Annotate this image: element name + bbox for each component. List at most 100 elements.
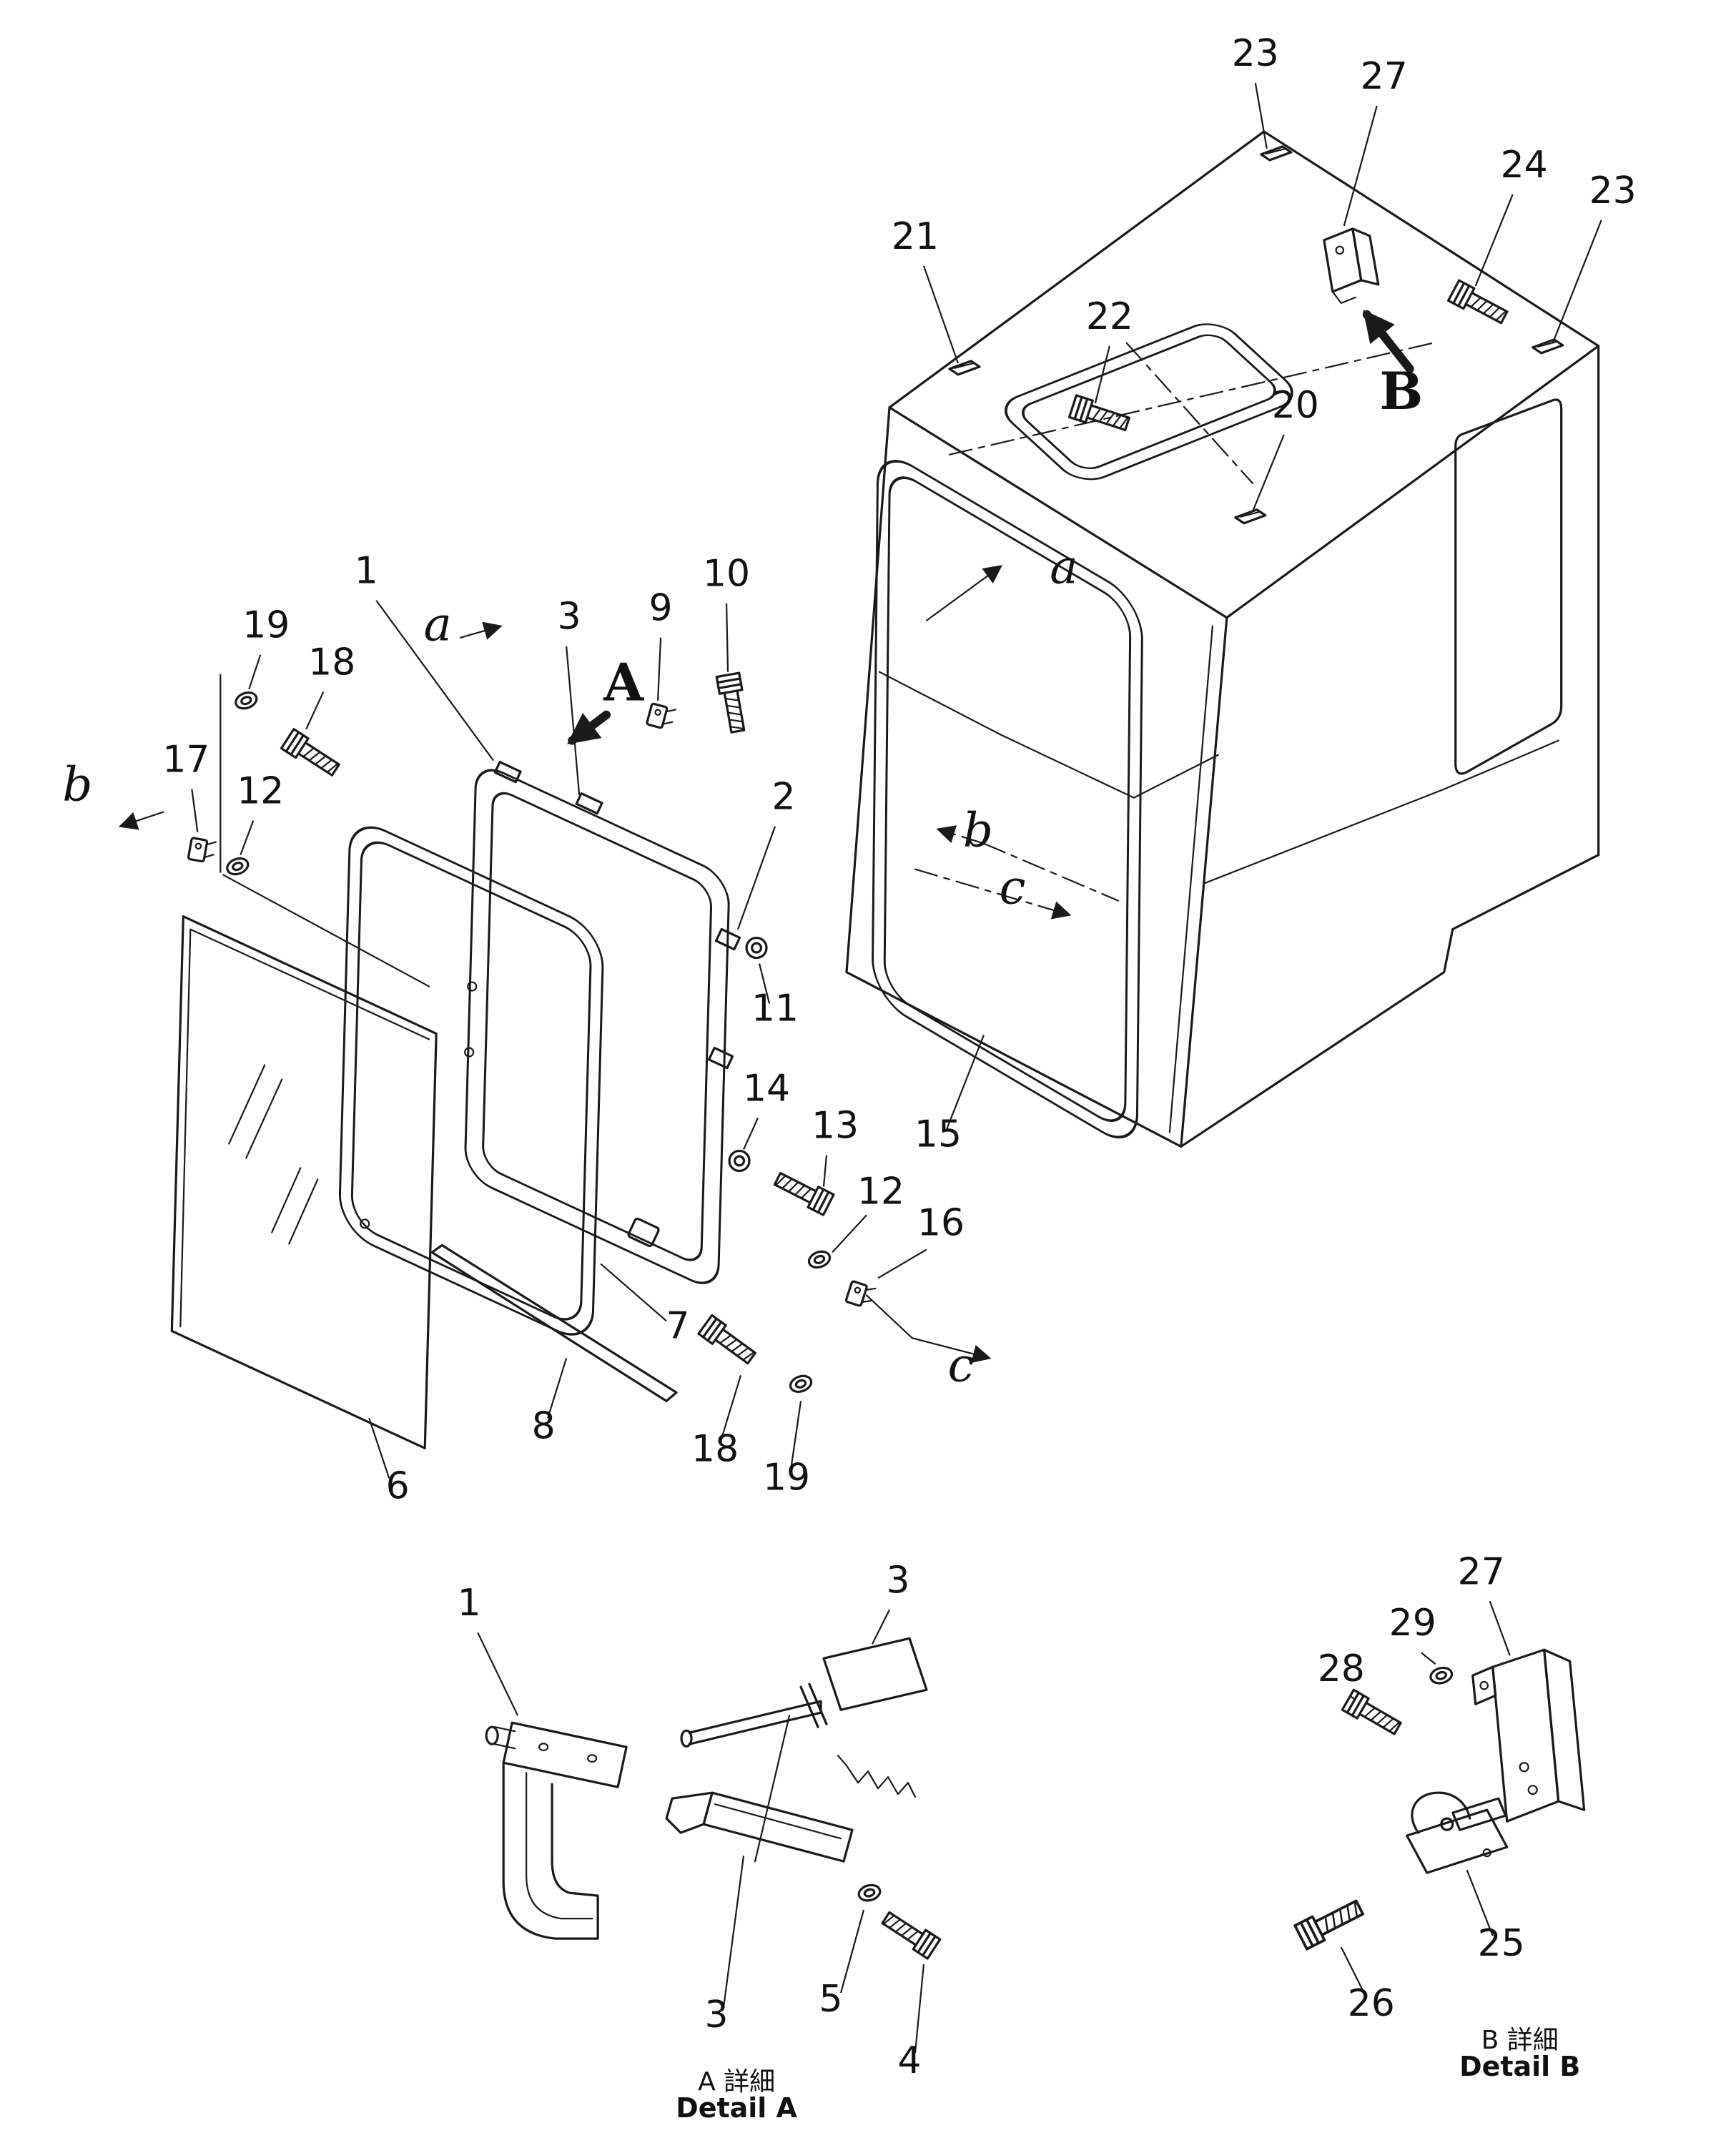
bolt-18-left: [280, 728, 343, 781]
callout-23-3: 23: [1589, 169, 1637, 212]
clip-20: [1234, 508, 1267, 525]
detail-arrow-B: [1362, 309, 1414, 373]
callout-8-19: 8: [532, 1404, 556, 1447]
callout-27-32: 27: [1458, 1550, 1505, 1593]
callout-10-11: 10: [703, 553, 750, 596]
leader-23-3: [1552, 220, 1602, 344]
callout-27-1: 27: [1361, 55, 1408, 98]
callout-14-14: 14: [743, 1067, 790, 1110]
callout-7-18: 7: [666, 1304, 690, 1347]
leader-10-11: [725, 603, 729, 672]
bushing-14: [728, 1149, 751, 1173]
callout-B-44: B: [1379, 360, 1423, 421]
leader-28-34: [1349, 1695, 1356, 1701]
view-arrow-b-cab: [936, 825, 985, 844]
detail-b-bracket-27: [1471, 1648, 1586, 1823]
bolt-10: [715, 671, 751, 735]
leader-18-24: [305, 691, 325, 730]
leader-23-0: [1254, 82, 1268, 149]
leader-27-32: [1489, 1600, 1511, 1656]
leader-14-14: [743, 1118, 759, 1150]
leader-25-35: [1466, 1869, 1494, 1936]
hinge-hardware-right: [697, 936, 914, 1396]
callout-1-8: 1: [355, 550, 378, 593]
leader-21-4: [922, 265, 959, 364]
frame-hinge-lower: [707, 1046, 734, 1070]
callout-20-6: 20: [1272, 384, 1319, 427]
bolt-4: [878, 1907, 942, 1960]
leader-3-9: [566, 646, 581, 795]
washer-12-right: [805, 1247, 834, 1271]
leader-19-22: [789, 1401, 802, 1470]
callout-a-40: a: [424, 597, 452, 652]
front-window-opening-seal-15: [872, 460, 1143, 1139]
leader-12-16: [832, 1214, 867, 1253]
callout-25-35: 25: [1478, 1922, 1525, 1965]
detail-a-spring: [837, 1755, 917, 1798]
callout-4-31: 4: [897, 2039, 921, 2082]
callout-A-43: A: [603, 652, 644, 713]
bolt-26: [1293, 1894, 1367, 1951]
leader-2-12: [737, 826, 776, 930]
window-glass-6: [170, 915, 438, 1449]
latch-hardware-top: [645, 671, 751, 735]
leader-11-13: [758, 963, 771, 1004]
washer-19-bottom: [786, 1371, 815, 1396]
detail-a-slider-3: [665, 1791, 854, 1863]
view-arrow-b-left: [118, 811, 164, 830]
callout-13-15: 13: [812, 1104, 859, 1147]
leader-8-19: [547, 1358, 568, 1419]
leader-13-15: [822, 1155, 828, 1187]
callout-c-39: c: [999, 860, 1025, 915]
leader-22-5: [1094, 345, 1110, 404]
callout-23-0: 23: [1232, 32, 1279, 75]
leader-29-33: [1421, 1652, 1436, 1665]
callout-b-41: b: [62, 757, 92, 812]
clip-23-right: [1532, 338, 1564, 355]
leader-9-10: [657, 637, 662, 701]
view-arrow-c-right: [911, 1337, 992, 1364]
roof-bracket-27: [1323, 227, 1380, 304]
callout-26-36: 26: [1348, 1982, 1395, 2025]
leader-1-8: [375, 600, 495, 762]
callout-9-10: 9: [649, 587, 673, 630]
glass-hole: [360, 1218, 370, 1229]
clip-21: [948, 360, 981, 376]
detail-caption-A: A 詳細: [698, 2067, 775, 2097]
view-arrows: [118, 309, 1414, 1364]
detail-caption-B: Detail B: [1459, 2051, 1580, 2082]
callout-12-26: 12: [237, 770, 284, 813]
window-frame-1: [464, 761, 741, 1284]
callout-29-33: 29: [1389, 1602, 1436, 1645]
leader-3-28: [872, 1609, 890, 1645]
catch-16: [844, 1279, 877, 1311]
washer-19-left: [232, 689, 260, 713]
detail-a: [485, 1637, 942, 1960]
callout-c-42: c: [947, 1337, 974, 1392]
callout-b-38: b: [963, 803, 993, 858]
frame-latch-lug-2: [575, 792, 603, 815]
callout-12-16: 12: [857, 1170, 904, 1213]
callout-11-13: 11: [751, 987, 799, 1030]
view-arrow-a-frame: [460, 621, 503, 640]
glass-reflection-marks: [228, 1064, 319, 1245]
callout-a-37: a: [1050, 540, 1077, 595]
callout-18-24: 18: [308, 641, 355, 684]
leader-24-2: [1474, 194, 1514, 287]
leader-12-26: [240, 820, 255, 855]
leader-7-18: [600, 1263, 667, 1322]
callout-15-7: 15: [914, 1113, 962, 1156]
callout-3-29: 3: [705, 1994, 729, 2036]
view-arrow-c-cab: [914, 868, 1072, 920]
callout-5-30: 5: [819, 1978, 842, 2021]
side-window-opening: [1454, 398, 1563, 775]
callout-19-22: 19: [763, 1456, 810, 1499]
bushing-11: [745, 936, 768, 960]
callout-24-2: 24: [1501, 144, 1548, 187]
leader-5-30: [839, 1909, 865, 1994]
leader-6-20: [368, 1417, 390, 1479]
detail-a-pin-3: [680, 1683, 828, 1863]
bolt-22: [1067, 394, 1133, 436]
